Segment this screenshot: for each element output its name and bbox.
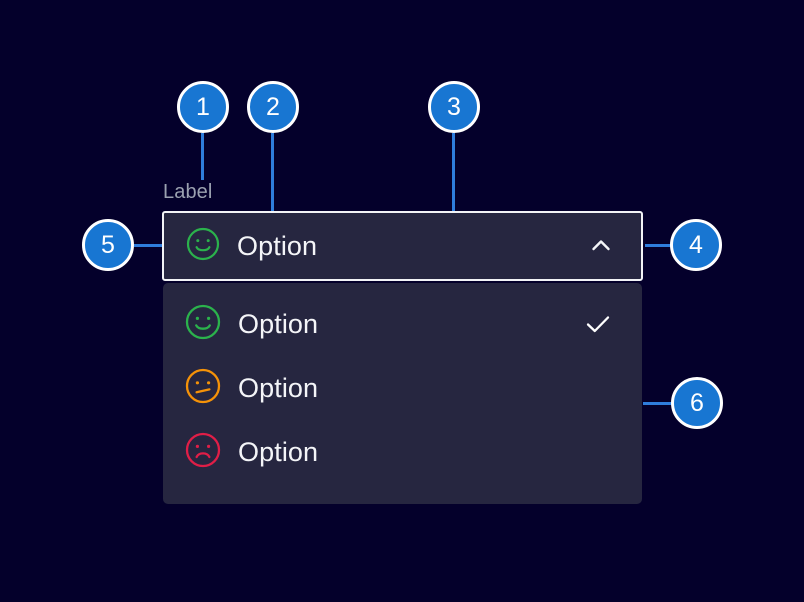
- select-value: Option: [186, 227, 583, 266]
- dropdown-option-3[interactable]: Option: [163, 420, 642, 484]
- callout-badge-5: 5: [82, 219, 134, 271]
- dropdown-option-label: Option: [238, 437, 319, 467]
- leader-line-3: [452, 133, 455, 244]
- leader-line-6: [643, 402, 672, 405]
- leader-line-2: [271, 133, 274, 245]
- callout-badge-number: 5: [101, 230, 115, 259]
- dropdown-panel: Option Option: [163, 283, 642, 504]
- select-selected-text: Option: [237, 231, 318, 261]
- callout-badge-1: 1: [177, 81, 229, 133]
- callout-badge-6: 6: [671, 377, 723, 429]
- face-neutral-icon: [185, 368, 221, 409]
- leader-line-1: [201, 133, 204, 180]
- callout-badge-number: 2: [266, 92, 280, 121]
- callout-badge-number: 6: [690, 388, 704, 417]
- callout-badge-3: 3: [428, 81, 480, 133]
- face-happy-icon: [185, 304, 221, 345]
- callout-badge-number: 4: [689, 230, 703, 259]
- chevron-up-icon[interactable]: [583, 228, 619, 264]
- callout-badge-2: 2: [247, 81, 299, 133]
- face-happy-icon: [186, 227, 220, 266]
- dropdown-option-label: Option: [238, 309, 319, 339]
- callout-badge-4: 4: [670, 219, 722, 271]
- leader-line-5: [134, 244, 164, 247]
- dropdown-option-2[interactable]: Option: [163, 356, 642, 420]
- dropdown-option-1[interactable]: Option: [163, 292, 642, 356]
- select-control[interactable]: Option: [162, 211, 643, 281]
- leader-line-4: [645, 244, 671, 247]
- check-icon: [582, 308, 614, 340]
- face-sad-icon: [185, 432, 221, 473]
- field-label: Label: [163, 181, 213, 203]
- callout-badge-number: 1: [196, 92, 210, 121]
- callout-badge-number: 3: [447, 92, 461, 121]
- dropdown-option-label: Option: [238, 373, 319, 403]
